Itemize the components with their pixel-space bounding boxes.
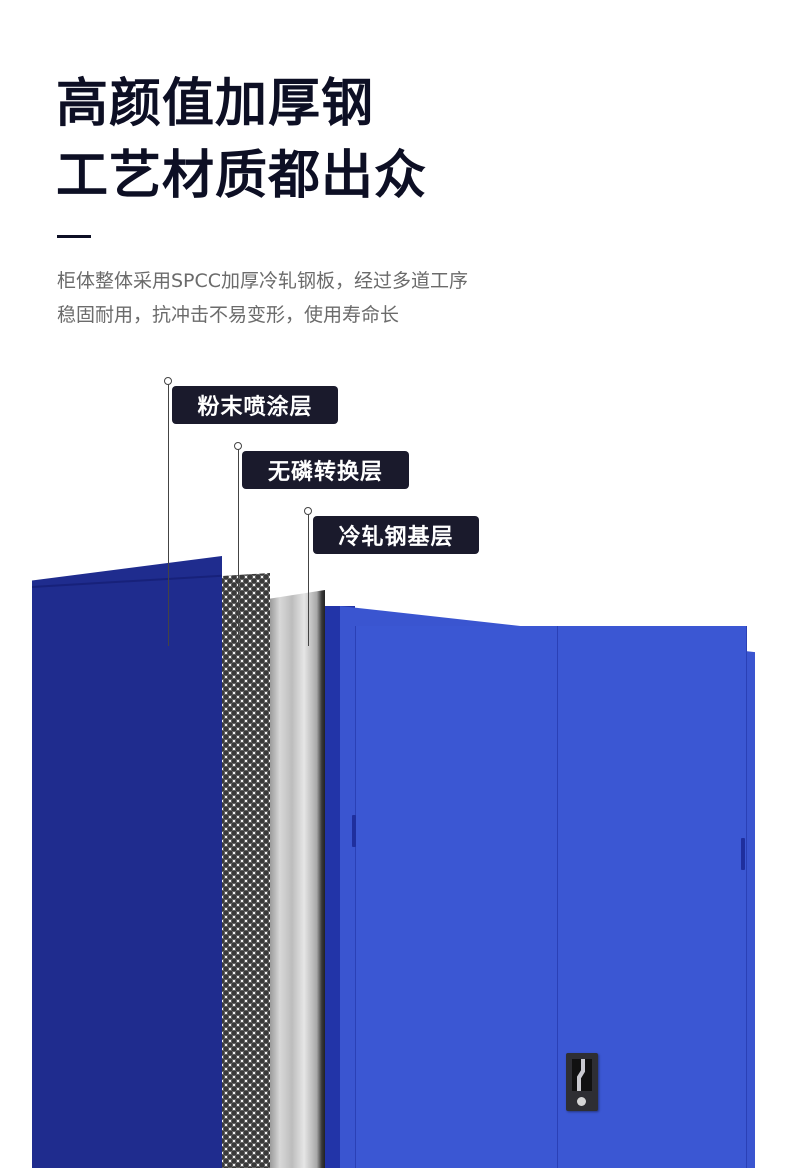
layer-tag-label: 粉末喷涂层 bbox=[197, 395, 313, 420]
lock-handle-icon bbox=[566, 1053, 598, 1111]
panel-edge bbox=[32, 574, 222, 588]
description-line-1: 柜体整体采用SPCC加厚冷轧钢板，经过多道工序 bbox=[57, 270, 469, 292]
layer-tag-cold-rolled-steel: 冷轧钢基层 bbox=[313, 516, 479, 554]
headline-line-1: 高颜值加厚钢 bbox=[56, 74, 375, 134]
layer-tag-label: 冷轧钢基层 bbox=[338, 525, 454, 550]
description-line-2: 稳固耐用，抗冲击不易变形，使用寿命长 bbox=[57, 304, 400, 326]
lock-lever bbox=[577, 1059, 585, 1091]
headline-line-2: 工艺材质都出众 bbox=[56, 146, 428, 206]
title-divider bbox=[57, 235, 91, 238]
callout-line bbox=[308, 514, 309, 646]
keyhole-icon bbox=[577, 1097, 586, 1106]
callout-line bbox=[168, 384, 169, 646]
phosphate-free-mesh-panel bbox=[222, 573, 270, 1168]
layer-tag-phosphate-free: 无磷转换层 bbox=[242, 451, 409, 489]
hinge-icon bbox=[352, 815, 356, 847]
layer-tag-powder-coating: 粉末喷涂层 bbox=[172, 386, 338, 424]
cold-rolled-steel-panel bbox=[270, 590, 325, 1168]
layer-tag-label: 无磷转换层 bbox=[267, 460, 383, 485]
cabinet-door-left bbox=[355, 626, 558, 1168]
powder-coating-panel bbox=[32, 556, 222, 1168]
hinge-icon bbox=[741, 838, 745, 870]
callout-line bbox=[238, 449, 239, 646]
